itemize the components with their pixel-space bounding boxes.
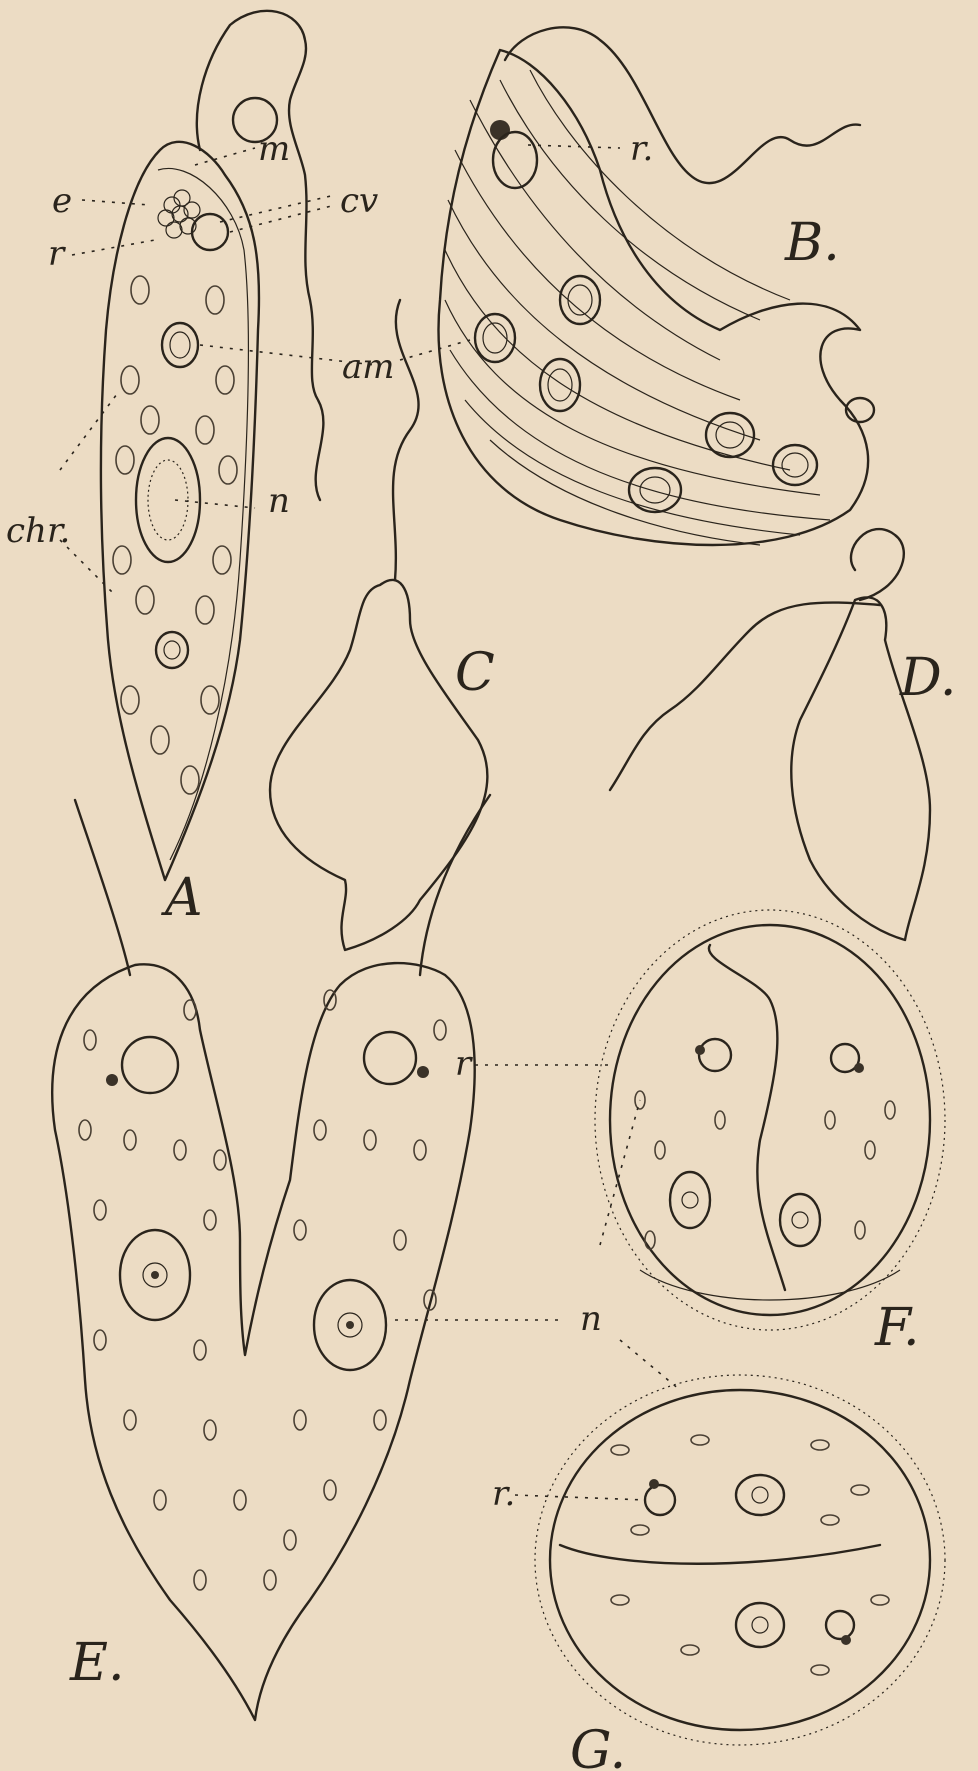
label-n: n — [268, 481, 290, 521]
figure-e-nuclei — [120, 1230, 386, 1370]
figure-label-f: F. — [874, 1298, 920, 1358]
labels: m e cv r am n chr. r. r n r. A B. C D. E… — [6, 129, 956, 1771]
figure-f-cyst-wall — [595, 910, 945, 1330]
figure-b-reservoir — [493, 132, 537, 188]
label-cv: cv — [340, 181, 378, 221]
figure-g — [535, 1375, 945, 1745]
label-r-e: r — [455, 1044, 473, 1084]
figure-c-body — [270, 580, 487, 950]
figure-e-flagellum-left — [75, 800, 130, 975]
figure-b-paramylum-grains — [475, 276, 874, 512]
figure-c-flagellum — [393, 300, 419, 580]
figure-b-eyespot — [490, 120, 510, 140]
label-am: am — [342, 347, 395, 387]
figure-a-nucleus — [136, 438, 200, 562]
figure-f-cell-division — [709, 945, 785, 1290]
figure-label-a: A — [161, 868, 203, 928]
figure-label-d: D. — [899, 648, 956, 708]
figure-a-body — [101, 142, 259, 880]
figure-a-flagellum — [197, 11, 324, 500]
figure-d-flagellum — [610, 529, 904, 790]
figure-a-inner-outline — [158, 168, 248, 860]
figure-e-flagellum-right — [420, 795, 490, 975]
figure-label-b: B. — [784, 213, 840, 273]
label-m: m — [258, 129, 290, 169]
figure-b — [439, 27, 875, 545]
figure-g-division-line — [560, 1545, 880, 1564]
figure-a-eyespot-cluster — [158, 190, 200, 238]
label-r-g: r. — [492, 1474, 515, 1514]
figure-label-g: G. — [570, 1721, 626, 1771]
label-r-b: r. — [630, 129, 653, 169]
label-n-e: n — [580, 1299, 602, 1339]
figure-e-contractile-vacuoles — [106, 1032, 429, 1093]
figure-label-e: E. — [69, 1633, 125, 1693]
label-r: r — [48, 234, 66, 274]
figure-a-paramylum — [162, 323, 198, 367]
figure-e-chromatophores — [79, 990, 446, 1590]
figure-g-vacuole-top — [645, 1485, 675, 1515]
figure-a-contractile-vacuole — [192, 214, 228, 250]
label-e: e — [52, 181, 72, 221]
figure-b-flagellum — [505, 27, 860, 183]
figure-e — [52, 795, 490, 1720]
figure-f-nuclei — [670, 1172, 820, 1246]
label-chr: chr. — [6, 511, 70, 551]
figure-g-cyst-wall — [535, 1375, 945, 1745]
figure-label-c: C — [455, 643, 495, 703]
figure-d — [610, 529, 930, 940]
figure-g-vacuole-bottom — [826, 1611, 854, 1639]
figure-f — [595, 910, 945, 1330]
figure-f-vacuole-left — [699, 1039, 731, 1071]
